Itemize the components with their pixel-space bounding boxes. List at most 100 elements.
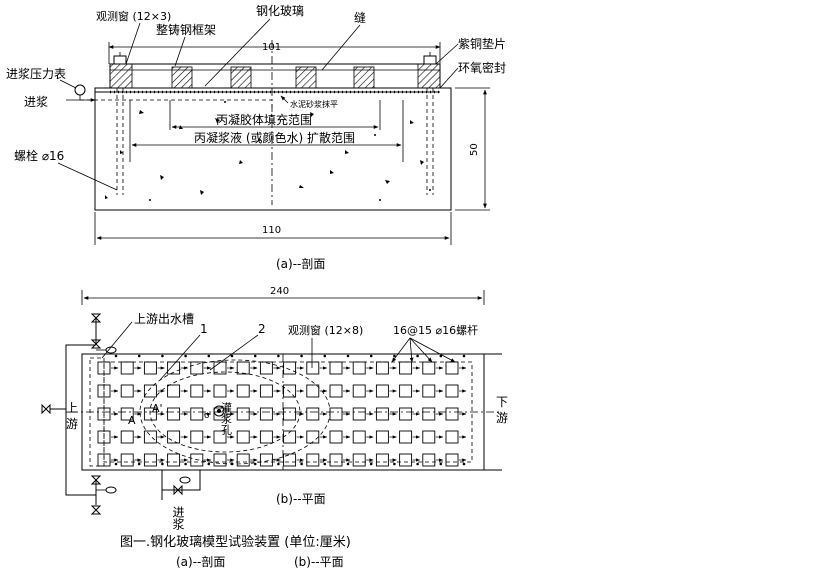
observation-window (352, 430, 366, 444)
bolt-dot (137, 462, 141, 466)
gel-fill-label: 丙凝胶体填充范围 (216, 112, 312, 127)
grout-inlet-pipe (161, 470, 201, 500)
observation-window (167, 453, 181, 467)
grout-hole-icon (213, 405, 225, 417)
bolt-dot (300, 354, 303, 358)
diffusion-range-2 (139, 359, 331, 465)
dim-width-label: 240 (270, 286, 289, 297)
bolt-dot (346, 354, 350, 358)
observation-window (422, 453, 436, 467)
observation-window (283, 453, 297, 467)
observation-window (259, 407, 273, 421)
observation-window (306, 384, 320, 398)
observation-window (306, 453, 320, 467)
observation-window (445, 430, 459, 444)
diffuse-label: 丙凝浆液 (或颜色水) 扩散范围 (194, 130, 355, 145)
observation-window (399, 453, 413, 467)
downstream-label-1: 下 (496, 395, 508, 409)
grout-hole-label: 灌浆孔 (220, 402, 233, 436)
observation-window (167, 361, 181, 375)
observation-window (259, 361, 273, 375)
observation-window (306, 430, 320, 444)
observation-window (283, 407, 297, 421)
observation-window (97, 430, 111, 444)
observation-window (167, 430, 181, 444)
bolt-head (423, 55, 437, 65)
observation-window (422, 384, 436, 398)
observation-window (120, 407, 134, 421)
observation-window (190, 407, 204, 421)
bolt-dot (207, 462, 211, 466)
bolt-dot (207, 354, 211, 358)
observation-window (329, 430, 343, 444)
observation-window (143, 407, 157, 421)
observation-window (190, 384, 204, 398)
observation-window (259, 453, 273, 467)
observation-window (399, 430, 413, 444)
observation-window (352, 453, 366, 467)
observation-window (445, 407, 459, 421)
observation-window (422, 407, 436, 421)
observation-window (375, 384, 389, 398)
bolt-dot (253, 354, 257, 358)
mark2-label: 2 (258, 322, 266, 336)
figure-caption: 图一.钢化玻璃模型试验装置 (单位:厘米) (a)--剖面 (b)--平面 (120, 534, 351, 569)
concrete-block (94, 87, 452, 211)
frame-rib (295, 66, 317, 89)
frame-rib (230, 66, 252, 89)
bolt-dot (323, 354, 327, 358)
bolt-dot (369, 462, 373, 466)
observation-window (259, 384, 273, 398)
observation-window (213, 453, 227, 467)
observation-window (329, 453, 343, 467)
observation-window (97, 407, 111, 421)
observation-window (306, 361, 320, 375)
pressure-gauge-label: 进浆压力表 (6, 66, 66, 81)
observation-window (329, 361, 343, 375)
section-view: 101 (6, 4, 506, 271)
observation-window (190, 453, 204, 467)
plan-view: 240 上游出水槽 (41, 286, 508, 530)
observation-window (120, 430, 134, 444)
plan-window-label: 观测窗 (12×8) (288, 323, 363, 337)
bolt-dot (439, 462, 443, 466)
observation-window (445, 384, 459, 398)
valve-icon (90, 475, 102, 485)
valve-icon (90, 505, 102, 515)
plan-caption: (b)--平面 (276, 492, 326, 506)
figure-sub-b: (b)--平面 (294, 555, 344, 569)
observation-window (259, 430, 273, 444)
observation-window (283, 361, 297, 375)
mortar-label: 水泥砂浆抹平 (290, 99, 338, 109)
observation-window (97, 384, 111, 398)
bolt-dot (184, 462, 187, 466)
observation-window (167, 384, 181, 398)
bolt-dot (277, 462, 280, 466)
point-O-label: o (204, 411, 210, 421)
observation-window (375, 361, 389, 375)
observation-window (143, 453, 157, 467)
observation-window (445, 453, 459, 467)
bolt-dot (277, 354, 280, 358)
valve-icon (90, 339, 102, 349)
figure-sub-a: (a)--剖面 (176, 555, 225, 569)
grout-in-label: 进浆 (24, 94, 48, 109)
observation-window (422, 430, 436, 444)
observation-window (120, 361, 134, 375)
observation-window (375, 430, 389, 444)
observation-window (190, 361, 204, 375)
valve-icon (173, 484, 183, 496)
bolt-label: 螺栓 ⌀16 (14, 148, 64, 163)
observation-window (213, 430, 227, 444)
observation-window (236, 430, 250, 444)
bolt-dot (439, 354, 443, 358)
observation-window (213, 361, 227, 375)
bolt-dot (346, 462, 350, 466)
bolt-dot (416, 462, 419, 466)
steel-frame (109, 63, 441, 89)
observation-window (236, 453, 250, 467)
bolt-dot (393, 354, 396, 358)
bolt-dot (184, 354, 187, 358)
observation-window (329, 407, 343, 421)
